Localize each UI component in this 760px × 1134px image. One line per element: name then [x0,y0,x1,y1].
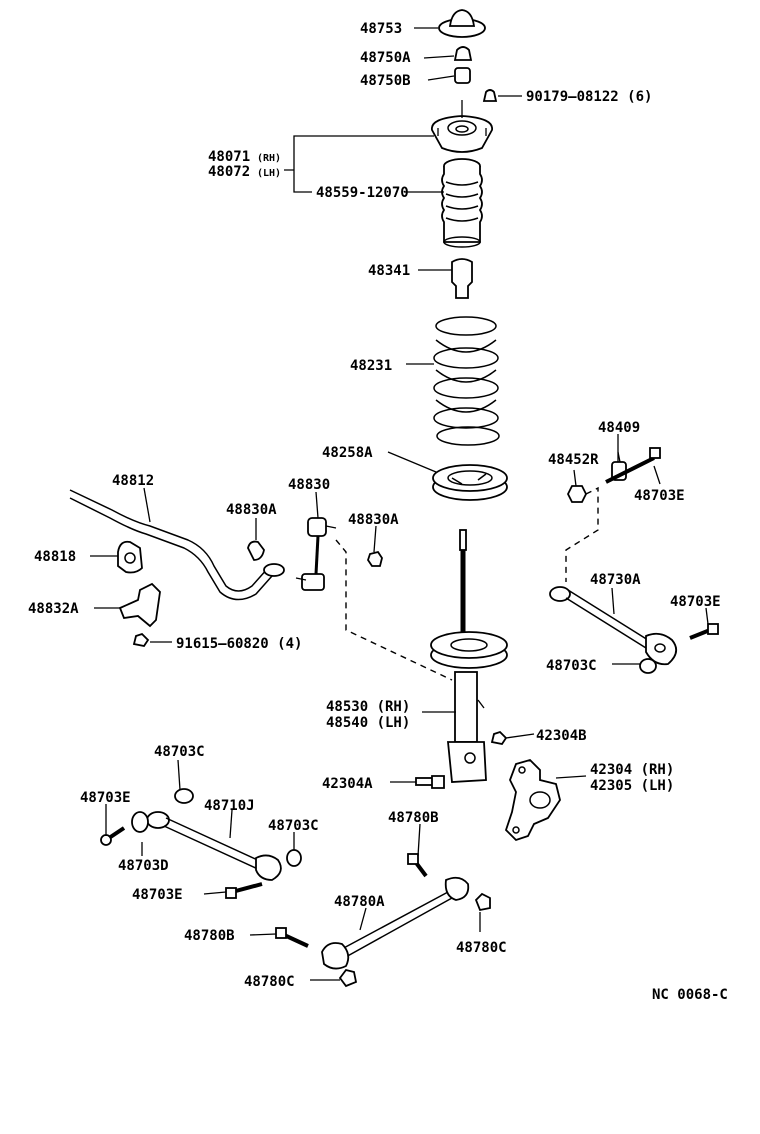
nut-48780c-left [338,968,358,988]
label-42304a: 42304A [322,776,373,792]
stabilizer-bar-48812 [69,489,285,601]
reference-code: NC 0068-C [652,987,728,1003]
label-91615: 91615—60820 (4) [176,636,302,652]
boot-48559 [441,158,483,248]
label-48071: 48071 [208,149,250,165]
bolt-48703e-left [100,826,126,846]
bushing-48703c-right [639,658,657,674]
bushing-48750b [454,67,471,84]
bolt-48780b-top [407,853,428,878]
label-48780c-left: 48780C [244,974,295,990]
bolt-42304b [490,730,508,746]
label-48072-side: (LH) [257,168,281,179]
bolt-48703e-top [605,447,661,484]
assembly-line-arm [565,486,599,582]
stabilizer-link-48830 [295,517,337,591]
nut-48780c-right [474,892,491,912]
upper-mount-48071 [431,100,493,153]
bolt-48703e-bottom [225,882,263,899]
coil-spring-48231 [433,316,500,446]
labels: 48753 48750A 48750B 90179—08122 (6) 4807… [28,21,728,1003]
bushing-48703c-left [174,788,194,804]
label-48530: 48530 (RH) [326,699,410,715]
label-42305: 42305 (LH) [590,778,674,794]
washer-48703d [131,811,149,833]
arm-48730a [549,586,678,666]
label-48341: 48341 [368,263,410,279]
bolt-42304a [415,775,445,789]
bump-stopper-48341 [451,258,473,299]
label-48703e-right: 48703E [670,594,721,610]
label-48780b-top: 48780B [388,810,439,826]
knuckle-42304 [504,758,561,842]
label-48750b: 48750B [360,73,411,89]
nut-48750a [453,46,473,61]
label-48730a: 48730A [590,572,641,588]
label-48753: 48753 [360,21,402,37]
label-48703e-left: 48703E [80,790,131,806]
label-48071-side: (RH) [257,153,281,164]
label-48231: 48231 [350,358,392,374]
label-48830: 48830 [288,477,330,493]
label-48703e-top: 48703E [634,488,685,504]
label-42304: 42304 (RH) [590,762,674,778]
bushing-48818 [117,540,143,574]
bushing-48703c-mid [286,849,302,867]
label-48703c-left: 48703C [154,744,205,760]
label-48750a: 48750A [360,50,411,66]
label-48710j: 48710J [204,798,255,814]
bolt-91615 [132,632,150,648]
label-48703d: 48703D [118,858,169,874]
nut-48830a-right [367,550,383,567]
label-48452r: 48452R [548,452,599,468]
bolt-48780b-left [275,927,309,948]
bushing-48830a-left [247,540,265,561]
arm-48710j [146,811,282,881]
dust-cap-48753 [438,9,486,38]
label-48780c-right: 48780C [456,940,507,956]
arm-48780a [321,876,470,970]
nut-48452r [566,485,588,503]
bracket-48832a [118,582,161,628]
label-48830a-right: 48830A [348,512,399,528]
leader-lines [90,27,709,981]
label-48072: 48072 [208,164,250,180]
label-48818: 48818 [34,549,76,565]
label-48812: 48812 [112,473,154,489]
label-48703c-right: 48703C [546,658,597,674]
label-48780b-left: 48780B [184,928,235,944]
strut-48530 [430,529,508,783]
spring-seat-48258a [432,464,508,501]
nut-90179 [482,89,498,102]
label-48780a: 48780A [334,894,385,910]
bolt-48703e-right [689,623,719,640]
label-48559: 48559-12070 [316,185,409,201]
label-48832a: 48832A [28,601,79,617]
label-90179: 90179—08122 (6) [526,89,652,105]
label-48258a: 48258A [322,445,373,461]
label-48830a-left: 48830A [226,502,277,518]
label-48409: 48409 [598,420,640,436]
label-48703e-bottom: 48703E [132,887,183,903]
label-42304b: 42304B [536,728,587,744]
label-48540: 48540 (LH) [326,715,410,731]
label-48703c-mid: 48703C [268,818,319,834]
